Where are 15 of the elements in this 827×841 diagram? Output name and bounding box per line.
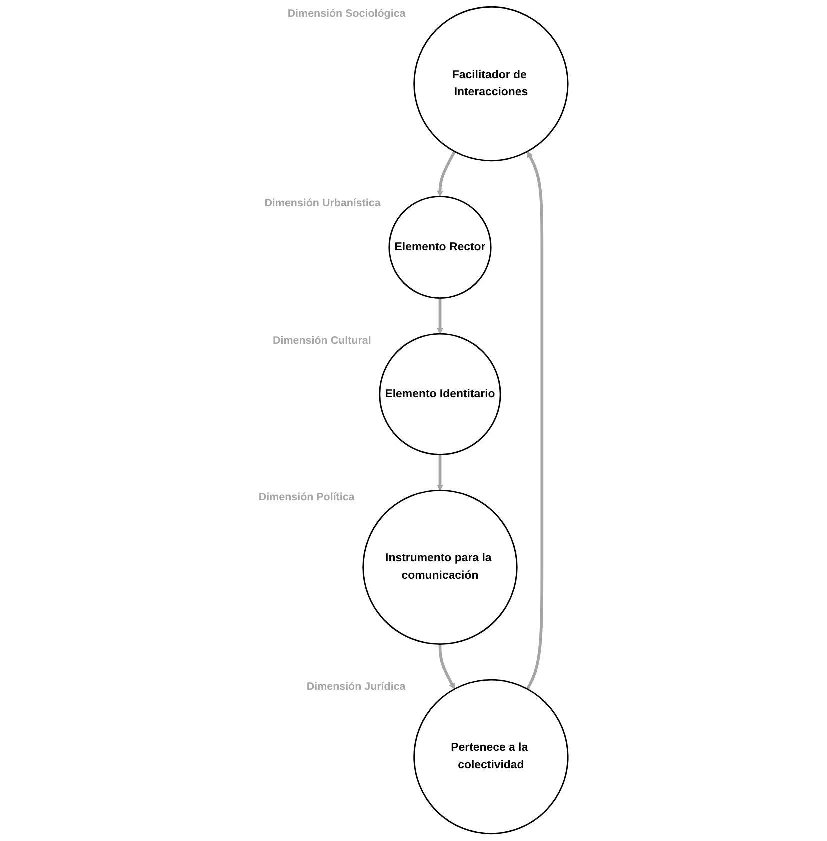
node-circle: Pertenece a la colectividad: [414, 679, 569, 835]
arrow: [437, 454, 444, 491]
arrow: [438, 644, 456, 690]
node-circle: Instrumento para la comunicación: [362, 490, 518, 646]
node-circle: Facilitador de Interacciones: [414, 6, 569, 162]
arrow: [437, 151, 456, 197]
node-circle: Elemento Identitario: [379, 333, 502, 456]
arrow: [526, 151, 544, 690]
dimension-label: Dimensión Política: [258, 492, 355, 504]
dimension-label: Dimensión Urbanística: [264, 198, 381, 210]
arrow: [437, 298, 444, 334]
dimension-label: Dimensión Jurídica: [306, 681, 406, 694]
node-circle: Elemento Rector: [388, 196, 492, 300]
dimension-label: Dimensión Cultural: [273, 335, 372, 348]
dimension-label: Dimensión Sociológica: [288, 8, 406, 20]
